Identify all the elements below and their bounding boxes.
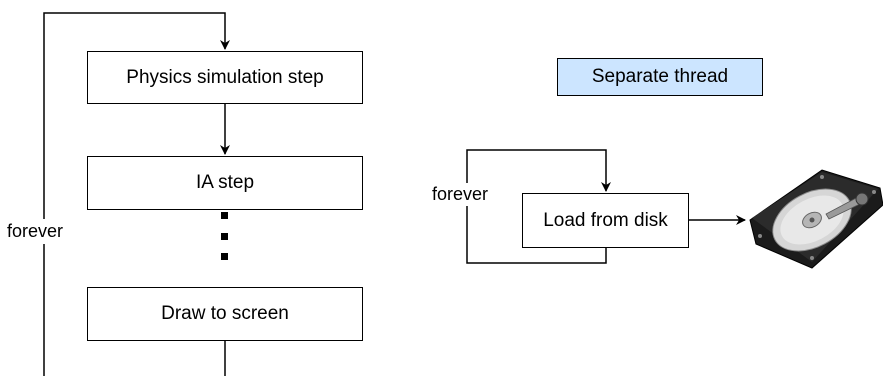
- main-loop-forever-label: forever: [7, 219, 64, 244]
- ellipsis-dots: [221, 212, 228, 260]
- separate-thread-title-box: Separate thread: [557, 58, 763, 96]
- ia-step-label: IA step: [195, 172, 255, 193]
- physics-simulation-step-box: Physics simulation step: [87, 51, 363, 104]
- thread-loop-forever-label: forever: [432, 183, 489, 206]
- physics-simulation-step-label: Physics simulation step: [126, 66, 324, 88]
- thread-loop-line: [466, 149, 611, 264]
- load-from-disk-box: Load from disk: [522, 193, 689, 248]
- main-loop-return-line: [43, 12, 225, 376]
- draw-to-screen-box: Draw to screen: [87, 287, 363, 341]
- load-from-disk-label: Load from disk: [543, 209, 668, 231]
- hard-disk-drive-icon: [749, 169, 883, 269]
- draw-to-screen-label: Draw to screen: [161, 303, 289, 324]
- ia-step-box: IA step: [87, 156, 363, 210]
- separate-thread-title: Separate thread: [591, 66, 729, 87]
